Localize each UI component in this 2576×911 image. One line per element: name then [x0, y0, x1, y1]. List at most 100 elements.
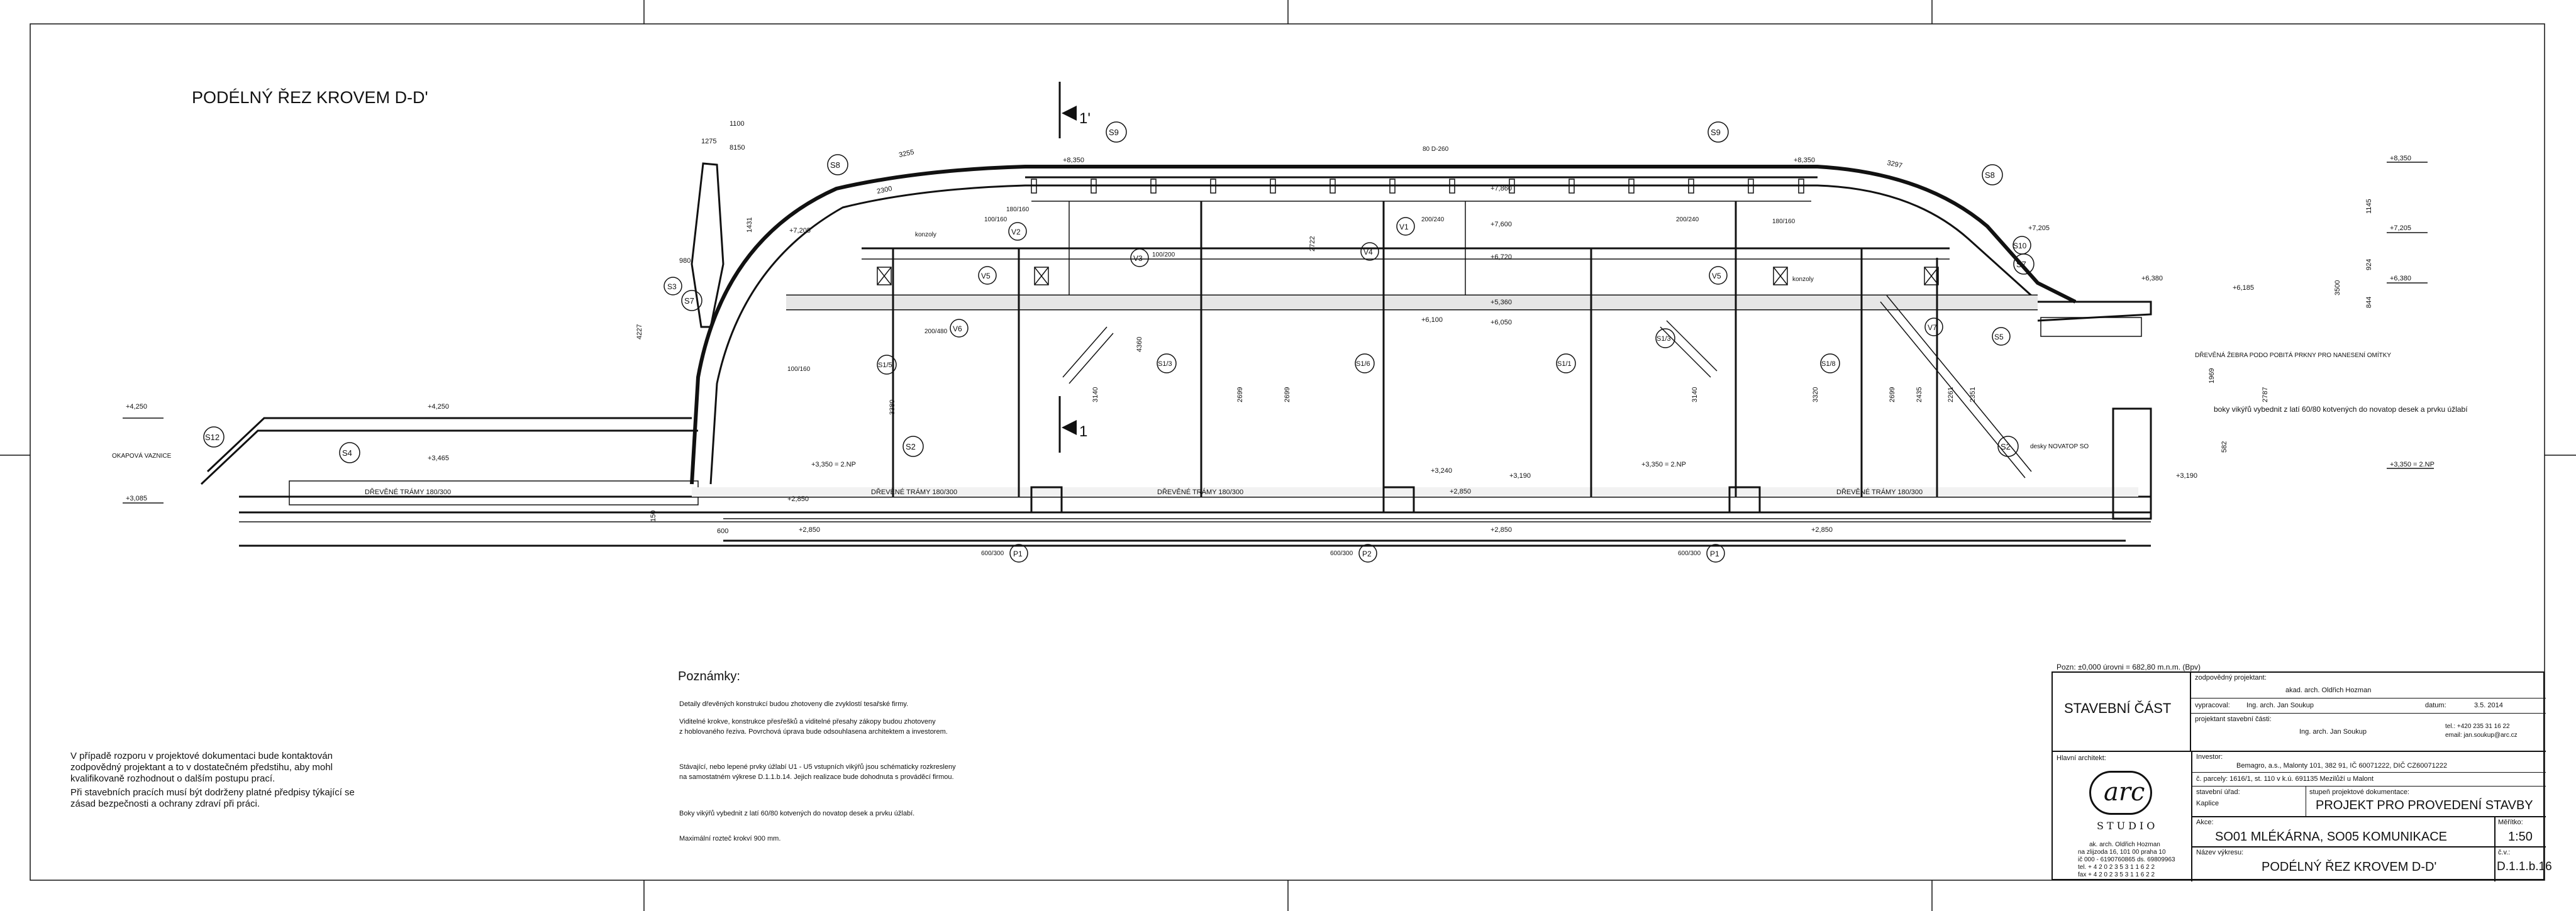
svg-text:S9: S9	[1109, 128, 1119, 137]
architect-info-5: fax + 4 2 0 2 3 5 3 1 1 6 2 2	[2078, 871, 2155, 878]
stage-value: PROJEKT PRO PROVEDENÍ STAVBY	[2316, 798, 2533, 812]
svg-text:1': 1'	[1079, 110, 1091, 127]
svg-text:+3,190: +3,190	[1509, 472, 1531, 480]
svg-text:V5: V5	[981, 272, 991, 280]
dimension-texts: 3255 3297 2300 1100 1275 8150 4227 3380 …	[636, 120, 2373, 535]
date-value: 3.5. 2014	[2474, 702, 2503, 709]
pier-size: 600/300	[1678, 550, 1701, 557]
svg-text:+8,350: +8,350	[1794, 157, 1815, 164]
architect-label: Hlavní architekt:	[2057, 754, 2106, 762]
svg-text:S3: S3	[667, 282, 677, 291]
svg-text:+2,850: +2,850	[1491, 526, 1512, 534]
svg-text:2699: 2699	[1236, 387, 1244, 402]
svg-text:+5,360: +5,360	[1491, 299, 1512, 306]
svg-text:S1/1: S1/1	[1557, 360, 1572, 368]
svg-text:1100: 1100	[730, 120, 745, 128]
action-label: Akce:	[2196, 819, 2214, 826]
rafter-ends	[1031, 179, 1804, 194]
authority-value: Kaplice	[2196, 800, 2219, 807]
scale-value: 1:50	[2508, 830, 2533, 844]
svg-text:150: 150	[650, 511, 657, 522]
attic-insulation	[786, 295, 2038, 309]
svg-text:S8: S8	[830, 160, 840, 170]
svg-text:100/160: 100/160	[787, 366, 811, 373]
part-cell: STAVEBNÍ ČÁST	[2053, 673, 2191, 752]
svg-text:924: 924	[2365, 259, 2373, 270]
svg-text:S7: S7	[2016, 260, 2026, 269]
svg-text:+7,600: +7,600	[1491, 221, 1512, 228]
note-line-3: z hoblovaného řeziva. Povrchová úprava b…	[679, 728, 948, 736]
pier-size: 600/300	[1330, 550, 1353, 557]
note-line-2: Viditelné krokve, konstrukce přesřešků a…	[679, 718, 936, 726]
warning-line-4: Při stavebních pracích musí být dodrženy…	[70, 787, 355, 798]
svg-text:980: 980	[679, 257, 691, 265]
tag-s1-3-left: S1/3	[1157, 353, 1177, 373]
overhang-note: boky vikýřů vybednit z latí 60/80 kotven…	[2214, 405, 2468, 414]
note-line-4: Stávající, nebo lepené prvky úžlabí U1 -…	[679, 763, 956, 771]
tag-v2: V2	[1008, 222, 1027, 241]
svg-text:S1/3: S1/3	[1657, 335, 1671, 343]
svg-text:V2: V2	[1011, 228, 1021, 236]
svg-text:S2: S2	[906, 442, 916, 451]
svg-text:S9: S9	[1711, 128, 1721, 137]
svg-text:P1: P1	[1710, 549, 1719, 558]
tag-p2: P2	[1358, 544, 1377, 563]
tag-p1-right: P1	[1706, 544, 1725, 563]
posts	[892, 201, 1938, 497]
svg-text:S5: S5	[1994, 333, 2004, 341]
left-low-roof	[206, 417, 692, 473]
warning-line-3: kvalifikovaně rozhodnout o dalším postup…	[70, 773, 275, 784]
drafted-name: Ing. arch. Jan Soukup	[2246, 702, 2314, 709]
svg-text:S10: S10	[2013, 241, 2027, 250]
beam-label: DŘEVĚNÉ TRÁMY 180/300	[871, 488, 957, 496]
svg-text:4227: 4227	[636, 324, 643, 340]
member-sizes: 100/160 180/160 200/240 100/200 200/240 …	[787, 146, 1796, 373]
stage-label: stupeň projektové dokumentace:	[2309, 788, 2409, 796]
svg-text:V7: V7	[1928, 323, 1937, 332]
project-cell: Investor: Bemagro, a.s., Malonty 101, 38…	[2192, 752, 2552, 881]
tag-s3: S3	[663, 277, 682, 295]
svg-text:844: 844	[2365, 297, 2373, 308]
date-label: datum:	[2425, 702, 2446, 709]
level-lines	[123, 162, 2434, 504]
chimney	[691, 162, 724, 328]
svg-text:582: 582	[2221, 441, 2228, 453]
bracket-label: konzoly	[1792, 276, 1814, 283]
height-reference: Pozn: ±0,000 úrovni = 682,80 m.n.m. (Bpv…	[2057, 663, 2201, 671]
architect-info-4: tel. + 4 2 0 2 3 5 3 1 1 6 2 2	[2078, 864, 2155, 871]
tag-s9-right: S9	[1707, 121, 1729, 143]
svg-text:+2,850: +2,850	[1450, 488, 1471, 495]
svg-text:3380: 3380	[889, 400, 896, 415]
svg-text:+3,350 = 2.NP: +3,350 = 2.NP	[1641, 461, 1686, 468]
action-value: SO01 MLÉKÁRNA, SO05 KOMUNIKACE	[2215, 830, 2448, 844]
tag-s1-8: S1/8	[1820, 353, 1840, 373]
logo: arc	[2089, 771, 2152, 815]
authority-label: stavební úřad:	[2196, 788, 2240, 796]
svg-text:3140: 3140	[1092, 387, 1099, 402]
svg-text:+3,085: +3,085	[126, 495, 147, 502]
architect-info-1: ak. arch. Oldřich Hozman	[2089, 841, 2160, 848]
left-low-roof-eave	[200, 429, 698, 485]
pier-size: 600/300	[981, 550, 1004, 557]
right-wall	[2112, 407, 2152, 520]
svg-text:+6,185: +6,185	[2233, 284, 2254, 292]
svg-text:2722: 2722	[1309, 236, 1316, 251]
svg-text:+3,465: +3,465	[428, 455, 449, 462]
sheet-border	[30, 23, 2545, 881]
svg-text:P1: P1	[1013, 549, 1023, 558]
drawing-no-value: D.1.1.b.16	[2497, 860, 2552, 873]
svg-text:200/240: 200/240	[1421, 216, 1445, 223]
drawing-no-label: č.v.:	[2498, 849, 2511, 856]
drawing-title: PODÉLNÝ ŘEZ KROVEM D-D'	[192, 87, 428, 107]
svg-text:S1/3: S1/3	[1158, 360, 1172, 368]
responsible-name: akad. arch. Oldřich Hozman	[2285, 687, 2372, 694]
architect-info-3: ič 000 - 6190760865 ds. 69809963	[2078, 856, 2175, 863]
svg-text:S8: S8	[1985, 170, 1995, 180]
note-line-7: Maximální rozteč krokví 900 mm.	[679, 835, 781, 842]
tag-s9-left: S9	[1106, 121, 1127, 143]
svg-text:+2,850: +2,850	[1811, 526, 1833, 534]
investor-value: Bemagro, a.s., Malonty 101, 382 91, IČ 6…	[2236, 762, 2448, 770]
svg-text:V5: V5	[1712, 272, 1721, 280]
svg-text:200/240: 200/240	[1676, 216, 1699, 223]
